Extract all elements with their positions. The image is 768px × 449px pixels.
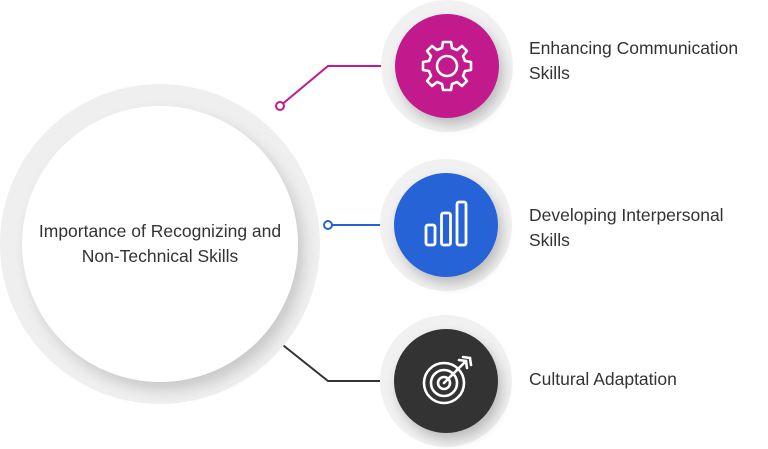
gear-icon — [421, 40, 473, 92]
communication-badge — [395, 14, 499, 118]
interpersonal-label: Developing Interpersonal Skills — [529, 205, 724, 250]
bar-chart-icon — [424, 200, 468, 247]
connector-cultural — [278, 341, 398, 382]
target-arrow-icon — [422, 355, 473, 405]
main-circle: Importance of Recognizing and Non-Techni… — [22, 106, 298, 382]
main-title: Importance of Recognizing and Non-Techni… — [38, 221, 282, 266]
connector-dot-communication — [275, 101, 285, 111]
connector-communication — [279, 65, 399, 107]
interpersonal-badge — [394, 173, 498, 277]
cultural-badge — [394, 329, 498, 433]
connector-dot-interpersonal — [323, 220, 333, 230]
cultural-label: Cultural Adaptation — [529, 369, 677, 389]
communication-label: Enhancing Communication Skills — [529, 38, 739, 83]
